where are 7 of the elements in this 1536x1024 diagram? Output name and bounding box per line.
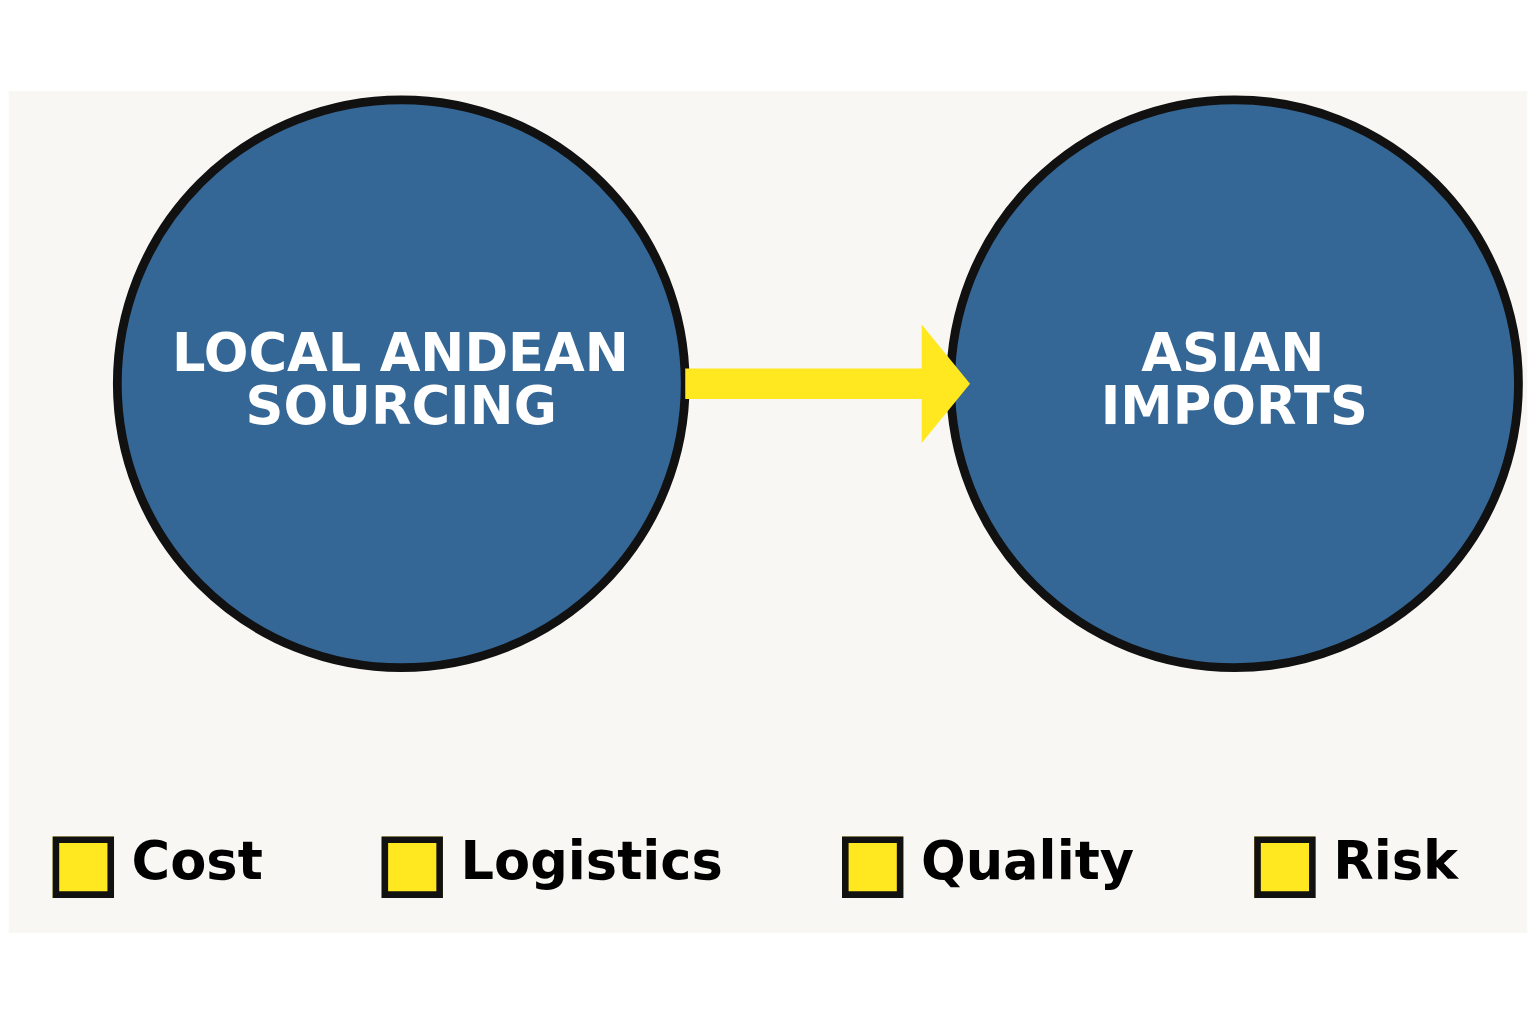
legend-label: Cost <box>131 829 263 891</box>
node-circle: LOCAL ANDEAN SOURCING <box>112 95 690 673</box>
arrow <box>685 324 971 443</box>
legend-label: Logistics <box>460 829 723 891</box>
legend-label: Risk <box>1333 829 1459 891</box>
legend-label: Quality <box>920 829 1135 891</box>
node-circle: ASIAN IMPORTS <box>946 95 1523 673</box>
